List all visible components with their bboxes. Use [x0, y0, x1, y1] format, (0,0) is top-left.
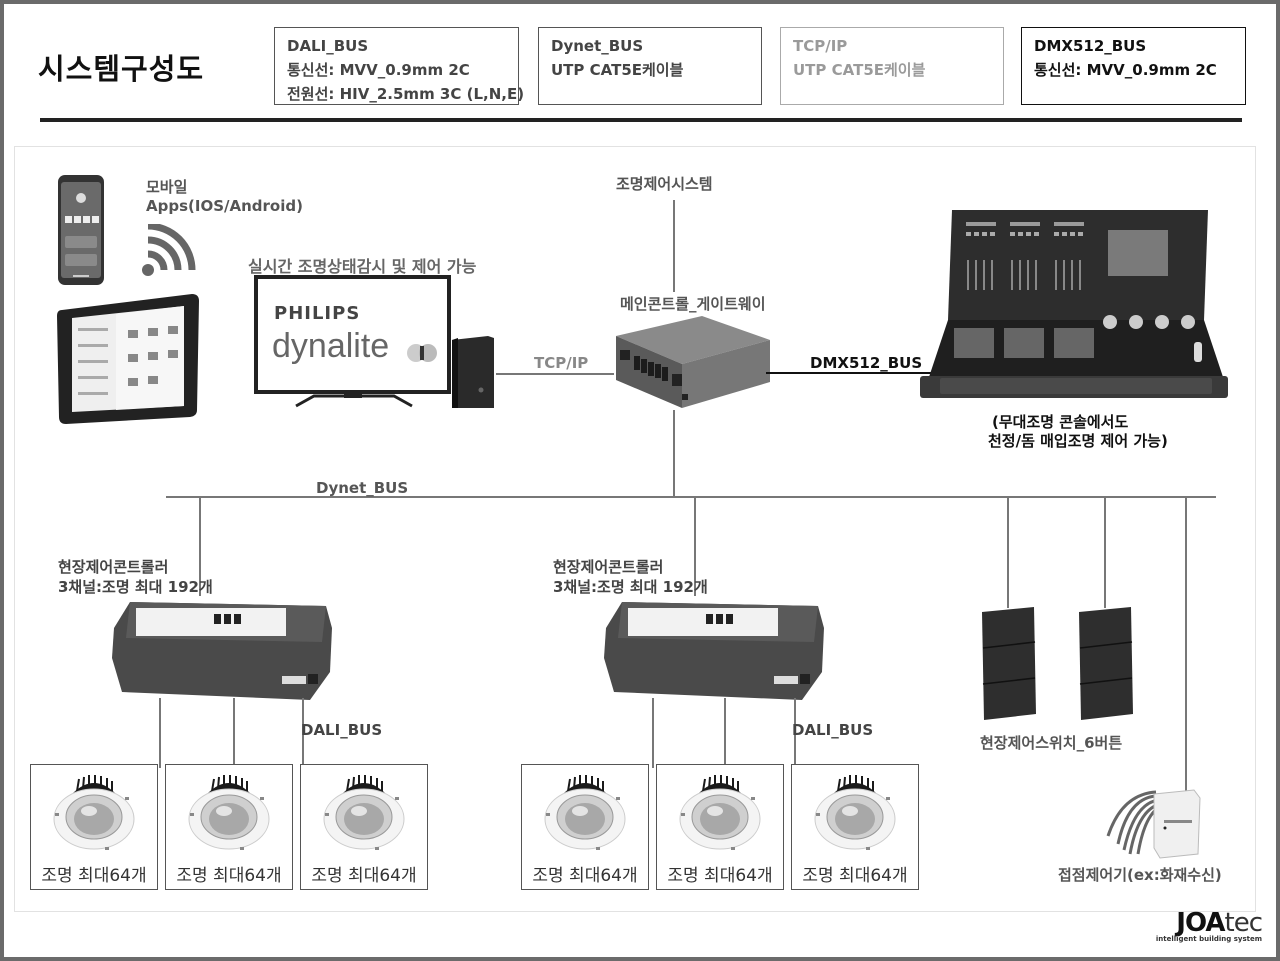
- controller-2-title: 현장제어콘트롤러: [553, 558, 664, 576]
- lamp-group: 조명 최대64개: [30, 764, 158, 890]
- legend-line: UTP CAT5E케이블: [793, 61, 926, 79]
- gateway-label: 메인콘트롤_게이트웨이: [620, 295, 766, 313]
- pc-tower-icon: [452, 336, 494, 408]
- logo-suffix: tec: [1224, 908, 1263, 938]
- header-divider: [40, 118, 1242, 122]
- lamp-label: 조명 최대64개: [532, 866, 638, 886]
- page-title: 시스템구성도: [38, 52, 205, 86]
- dali-line: [724, 698, 726, 768]
- controller-2-drop-line: [694, 496, 696, 596]
- dynalite-product: dynalite: [272, 327, 390, 365]
- logo-tagline: intelligent building system: [1155, 935, 1262, 943]
- philips-brand: PHILIPS: [274, 303, 361, 324]
- wall-switch-2-icon: [1079, 607, 1133, 720]
- legend-line: 통신선: MVV_0.9mm 2C: [287, 61, 470, 79]
- downlight-icon: [184, 773, 274, 853]
- gateway-device-icon: [616, 316, 770, 408]
- controller-1-title: 현장제어콘트롤러: [58, 558, 169, 576]
- lamp-label: 조명 최대64개: [667, 866, 773, 886]
- lamp-label: 조명 최대64개: [176, 866, 282, 886]
- dynalite-logo-icon: [407, 344, 437, 362]
- dmx512-label: DMX512_BUS: [810, 354, 923, 372]
- switch-1-drop-line: [1007, 496, 1009, 608]
- system-connection-line: [673, 200, 675, 292]
- legend-line: UTP CAT5E케이블: [551, 61, 684, 79]
- downlight-icon: [675, 773, 765, 853]
- monitor-caption: 실시간 조명상태감시 및 제어 가능: [248, 257, 477, 276]
- dali-line: [159, 698, 161, 768]
- diagram-panel: [14, 146, 1256, 912]
- controller-1-drop-line: [199, 496, 201, 596]
- legend-line: TCP/IP: [793, 37, 848, 55]
- legend-line: Dynet_BUS: [551, 37, 644, 55]
- dynet-bus-label: Dynet_BUS: [316, 479, 409, 497]
- dali-line: [302, 698, 304, 768]
- console-caption-line1: (무대조명 콘솔에서도: [992, 413, 1129, 431]
- legend-line: 통신선: MVV_0.9mm 2C: [1034, 61, 1217, 79]
- contact-controller-label: 접점제어기(ex:화재수신): [1058, 866, 1222, 884]
- dynet-bus-line: [166, 496, 1216, 498]
- switch-label: 현장제어스위치_6버튼: [980, 734, 1123, 752]
- dali-line: [794, 698, 796, 768]
- controller-2-device-icon: [604, 602, 824, 700]
- lamp-group: 조명 최대64개: [656, 764, 784, 890]
- controller-2-subtitle: 3채널:조명 최대 192개: [553, 578, 708, 596]
- lamp-group: 조명 최대64개: [521, 764, 649, 890]
- controller-1-device-icon: [112, 602, 332, 700]
- controller-1-subtitle: 3채널:조명 최대 192개: [58, 578, 213, 596]
- page: 시스템구성도 DALI_BUS 통신선: MVV_0.9mm 2C 전원선: H…: [4, 4, 1276, 957]
- mobile-label: 모바일: [146, 178, 188, 196]
- legend-line: DALI_BUS: [287, 37, 369, 55]
- legend-dmx512-bus: DMX512_BUS 통신선: MVV_0.9mm 2C: [1021, 27, 1246, 105]
- joatec-logo: JOAtec intelligent building system: [1155, 908, 1263, 943]
- mobile-apps-label: Apps(IOS/Android): [146, 197, 303, 215]
- dali-line: [233, 698, 235, 768]
- console-caption-line2: 천정/돔 매입조명 제어 가능): [988, 432, 1168, 450]
- legend-dynet-bus: Dynet_BUS UTP CAT5E케이블: [538, 27, 762, 105]
- smartphone-icon: [58, 175, 104, 285]
- downlight-icon: [49, 773, 139, 853]
- lamp-group: 조명 최대64개: [165, 764, 293, 890]
- lamp-label: 조명 최대64개: [802, 866, 908, 886]
- downlight-icon: [319, 773, 409, 853]
- dmx512-connection-line: [766, 372, 934, 374]
- tcpip-connection-line: [496, 373, 614, 375]
- controller-1-dali-label: DALI_BUS: [301, 721, 383, 739]
- monitor-stand-icon: [295, 392, 413, 408]
- downlight-icon: [810, 773, 900, 853]
- dali-line: [652, 698, 654, 768]
- tcpip-label: TCP/IP: [534, 354, 589, 372]
- switch-2-drop-line: [1104, 496, 1106, 608]
- lamp-label: 조명 최대64개: [311, 866, 417, 886]
- logo-main: JOA: [1176, 908, 1225, 938]
- wall-switch-1-icon: [982, 607, 1036, 720]
- lamp-label: 조명 최대64개: [41, 866, 147, 886]
- lamp-group: 조명 최대64개: [791, 764, 919, 890]
- legend-line: DMX512_BUS: [1034, 37, 1147, 55]
- controller-2-dali-label: DALI_BUS: [792, 721, 874, 739]
- contact-controller-icon: [1106, 789, 1201, 859]
- tablet-icon: [57, 294, 199, 424]
- legend-line: 전원선: HIV_2.5mm 3C (L,N,E): [287, 85, 525, 103]
- monitor-screen: PHILIPS dynalite: [254, 275, 451, 394]
- legend-tcpip: TCP/IP UTP CAT5E케이블: [780, 27, 1004, 105]
- downlight-icon: [540, 773, 630, 853]
- legend-dali-bus: DALI_BUS 통신선: MVV_0.9mm 2C 전원선: HIV_2.5m…: [274, 27, 525, 105]
- contact-controller-drop-line: [1185, 496, 1187, 796]
- lighting-console-icon: [920, 210, 1228, 398]
- lamp-group: 조명 최대64개: [300, 764, 428, 890]
- system-label: 조명제어시스템: [616, 175, 713, 193]
- wifi-icon: [142, 224, 196, 276]
- gateway-dynet-line: [673, 410, 675, 496]
